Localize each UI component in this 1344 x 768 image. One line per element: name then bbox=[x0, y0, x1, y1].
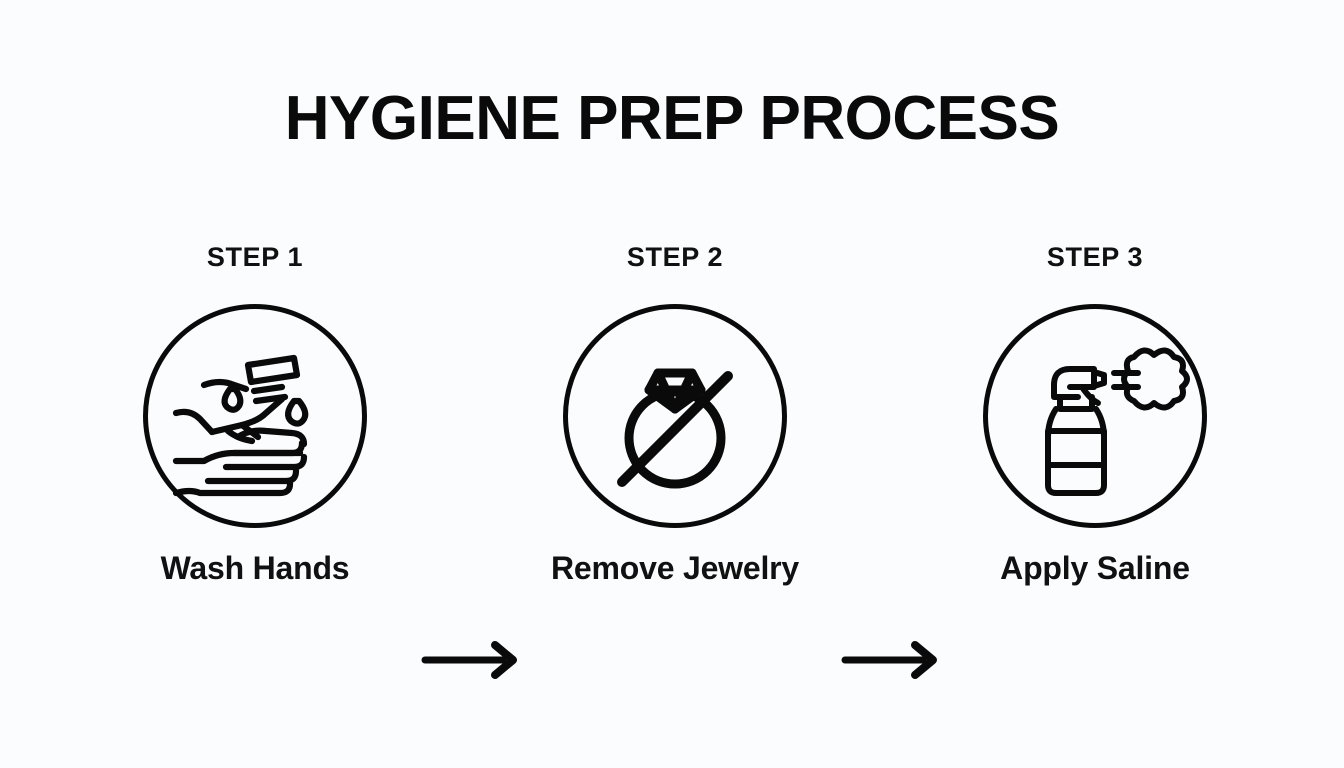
step-item-3: STEP 3 bbox=[945, 240, 1245, 620]
step-item-1: STEP 1 bbox=[105, 240, 405, 620]
washing-hands-icon bbox=[143, 304, 367, 528]
step-1-kicker: STEP 1 bbox=[206, 242, 304, 272]
arrow-step1-to-step2-icon bbox=[421, 641, 517, 679]
step-item-2: STEP 2 Remove Jewelry bbox=[525, 240, 825, 620]
step-2-icon-circle bbox=[525, 303, 825, 529]
arrow-step2-to-step3-icon bbox=[841, 641, 937, 679]
step-1-icon-circle bbox=[105, 303, 405, 529]
process-steps-row: STEP 1 bbox=[0, 240, 1344, 679]
step-3-kicker: STEP 3 bbox=[1046, 242, 1144, 272]
step-3-caption: Apply Saline bbox=[1000, 550, 1190, 586]
step-1-caption: Wash Hands bbox=[160, 550, 350, 586]
step-2-kicker: STEP 2 bbox=[626, 242, 724, 272]
no-ring-icon bbox=[563, 304, 787, 528]
spray-bottle-icon bbox=[983, 304, 1207, 528]
step-3-icon-circle bbox=[945, 303, 1245, 529]
page-title: HYGIENE PREP PROCESS bbox=[284, 84, 1060, 153]
step-2-caption: Remove Jewelry bbox=[550, 550, 799, 586]
